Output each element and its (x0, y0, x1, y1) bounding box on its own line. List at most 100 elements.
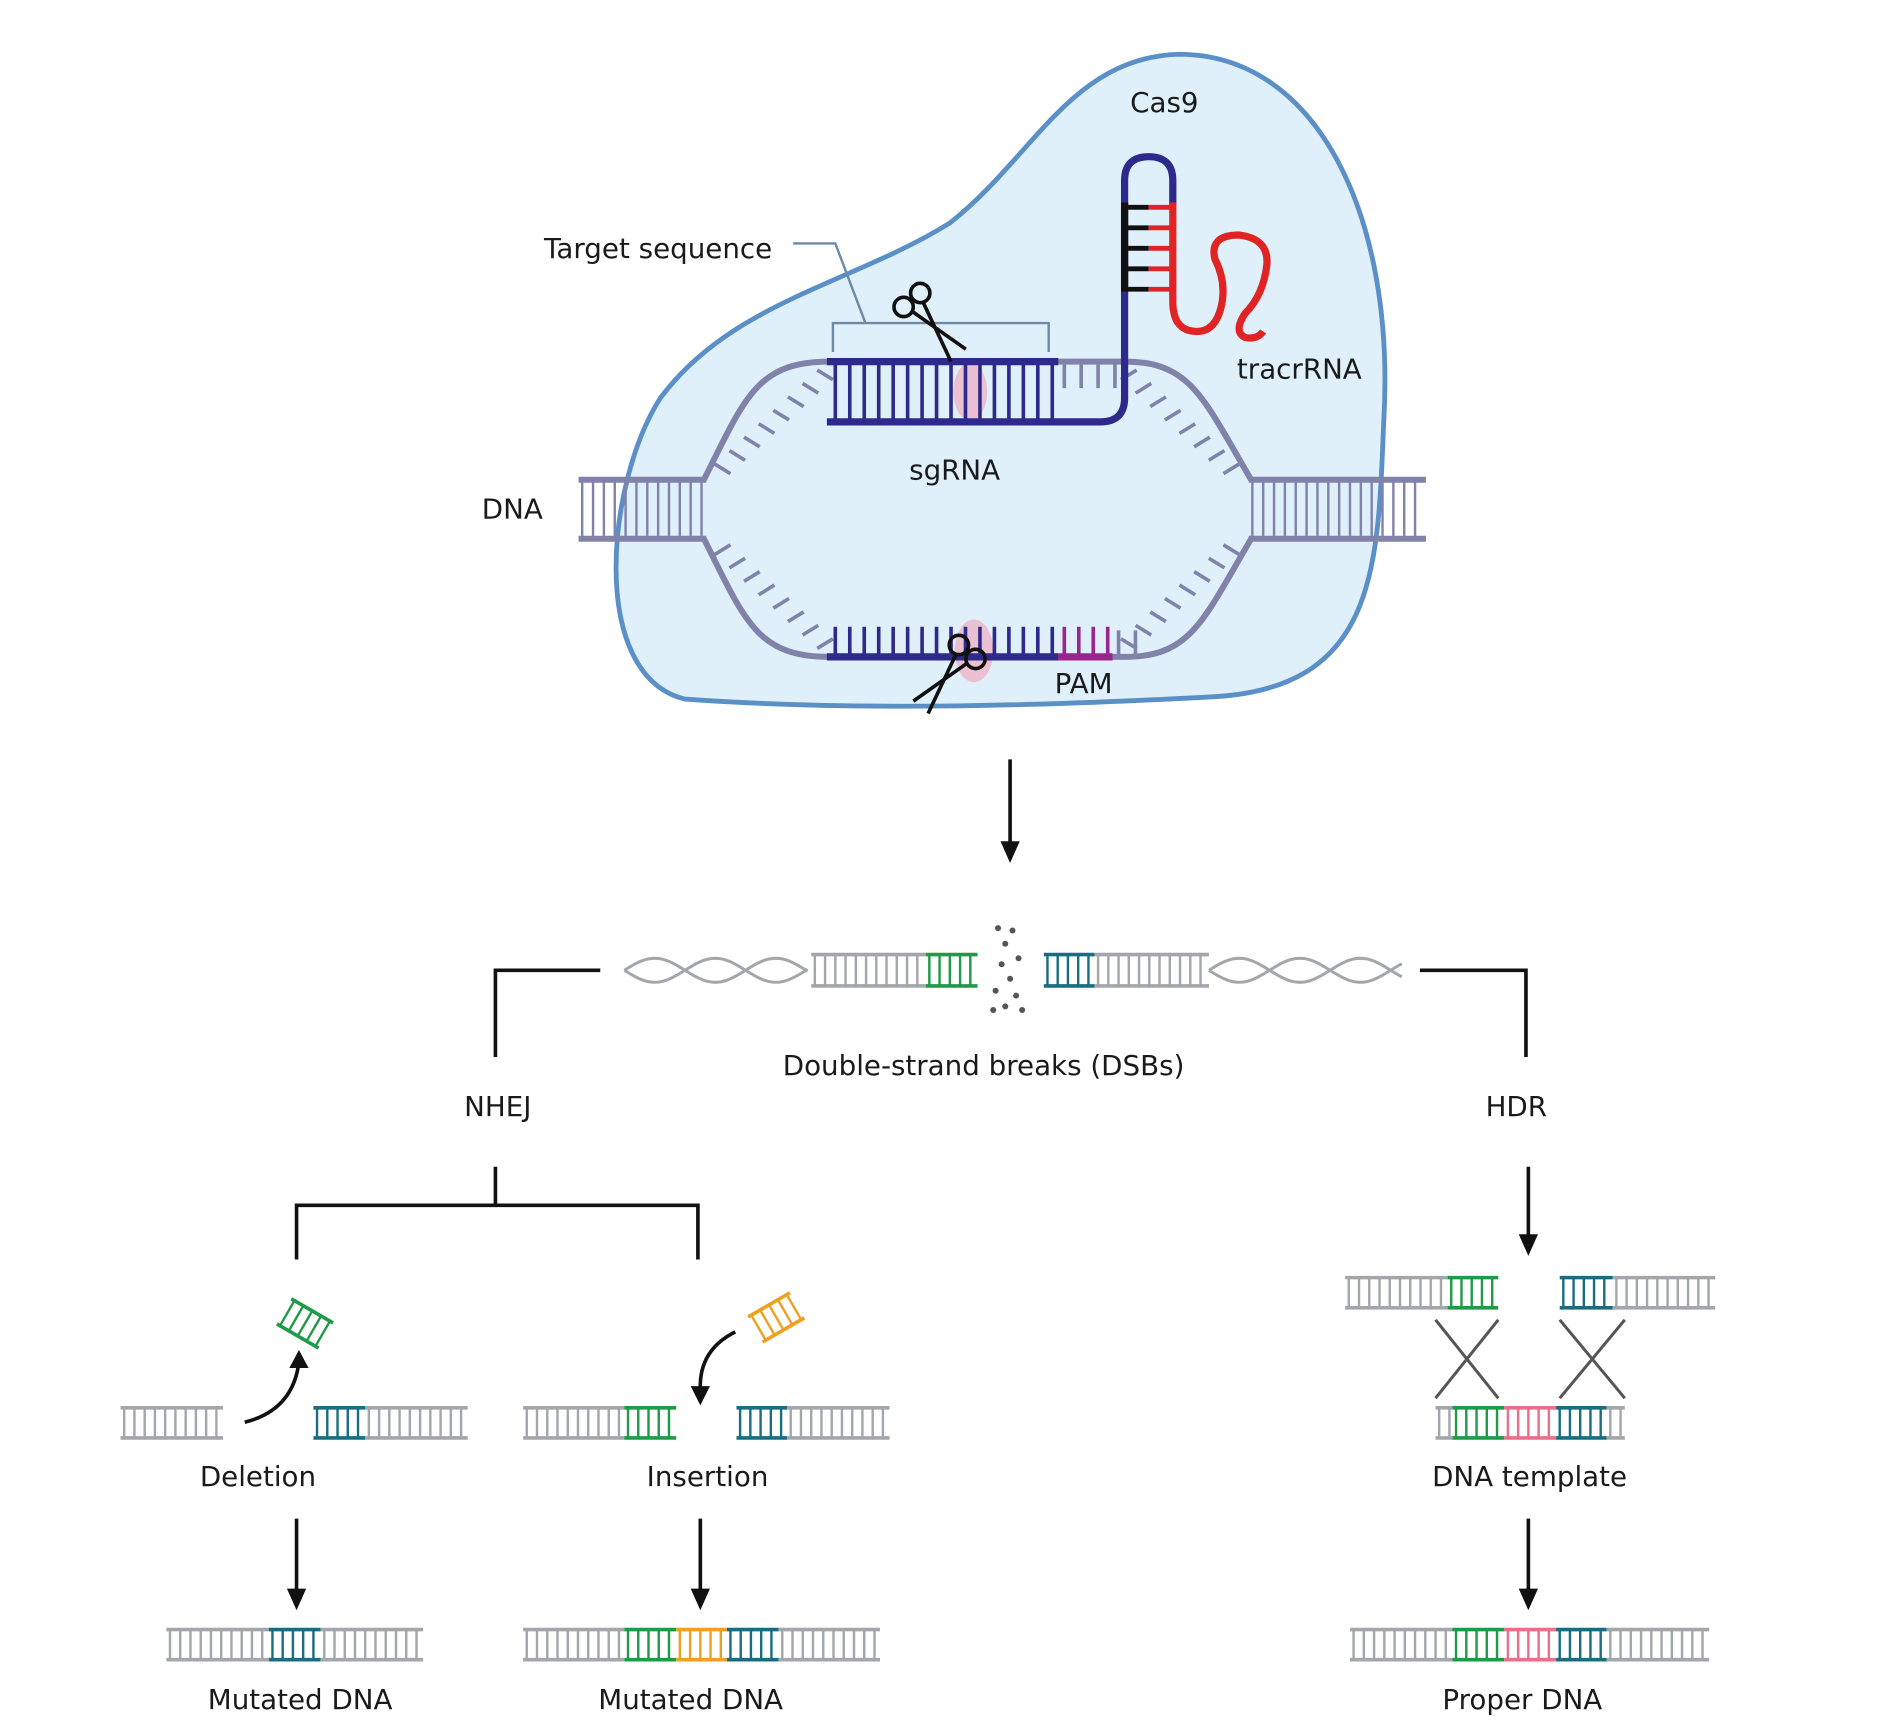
dna-tick (1193, 435, 1211, 449)
ladder-rung (776, 1299, 794, 1326)
dsb-left-helix (623, 956, 809, 984)
helix-strand (623, 956, 809, 984)
dna-tick (743, 435, 761, 449)
dna-right-duplex (1248, 476, 1426, 542)
cut-site-glow (953, 362, 988, 421)
arrow-to-mutated-dna-1 (286, 1518, 307, 1611)
proper-green (1452, 1627, 1505, 1662)
mutated-1-right (320, 1627, 424, 1662)
deletion-right-ladder (365, 1405, 468, 1440)
sgrna-backbone (826, 153, 1177, 426)
debris-dot (992, 987, 999, 994)
mutated-2-right (778, 1627, 880, 1662)
label-sgrna: sgRNA (909, 454, 1000, 487)
proper-pink (1504, 1627, 1557, 1662)
helix-strand (1208, 956, 1403, 984)
mutated-1-teal (268, 1627, 321, 1662)
label-nhej: NHEJ (464, 1090, 531, 1123)
insertion-teal-end (736, 1405, 788, 1440)
ladder-rung (314, 1320, 332, 1347)
insertion-left-ladder (523, 1405, 625, 1440)
sgrna (826, 153, 1177, 426)
mutated-2-left (523, 1627, 625, 1662)
dna-tick (772, 596, 790, 610)
dna-tick (757, 583, 776, 597)
dna-tick (1178, 422, 1197, 435)
arrow-head (289, 1349, 309, 1369)
dsb-green-end (925, 952, 978, 988)
hdr-right-ladder (1612, 1275, 1716, 1310)
scissors-icon (912, 633, 987, 715)
ladder-rung (305, 1315, 323, 1342)
dna-tick (757, 422, 776, 435)
dna-tick (1134, 623, 1153, 637)
ladder-rung (767, 1304, 785, 1331)
deleted-fragment (275, 1297, 334, 1350)
target-leader-line (793, 242, 867, 324)
cas9-protein (613, 51, 1388, 709)
dna-tick (1222, 462, 1241, 476)
crossover-line (1558, 1318, 1626, 1400)
arrow-head (1518, 1234, 1539, 1256)
arrow-head (1000, 841, 1020, 863)
arrow-head (690, 1588, 710, 1611)
ladder-rail (761, 1316, 806, 1344)
label-hdr: HDR (1486, 1090, 1547, 1123)
ladder-rung (296, 1310, 314, 1337)
hdr-green-end (1447, 1275, 1499, 1310)
helix-strand (623, 956, 809, 984)
ladder-rung (759, 1309, 776, 1336)
ladder-rail (290, 1297, 334, 1325)
dsb-right-helix (1208, 956, 1403, 984)
debris-dot (1019, 1007, 1026, 1014)
dna-tick (743, 570, 761, 583)
template-left (1435, 1405, 1453, 1440)
nhej-branch-line (493, 968, 601, 1058)
debris-dot (1002, 1003, 1009, 1010)
dna-left-duplex (578, 476, 707, 542)
ladder-rung (750, 1314, 767, 1341)
debris-dot (1002, 940, 1009, 947)
dna-tick (1222, 543, 1241, 556)
scissor-ring (908, 281, 932, 305)
scissor-ring (892, 295, 916, 319)
ladder-rail (747, 1291, 791, 1319)
label-dna-template: DNA template (1432, 1460, 1627, 1493)
proper-left (1349, 1627, 1453, 1662)
debris-dot (998, 961, 1005, 968)
debris-dot (1015, 955, 1022, 962)
arrow-head (1518, 1588, 1539, 1611)
insertion-green-end (624, 1405, 677, 1440)
target-bracket (831, 321, 1050, 352)
debris-dot (1013, 992, 1020, 999)
label-cas9: Cas9 (1130, 86, 1198, 119)
dna-tick (801, 623, 820, 637)
insertion-right-ladder (787, 1405, 890, 1440)
mutated-1-left (166, 1627, 269, 1662)
hdr-left-ladder (1345, 1275, 1448, 1310)
scissor-blade (926, 652, 958, 715)
dsb-right-ladder (1094, 952, 1209, 988)
arrow-to-dsb (1000, 759, 1020, 863)
mutated-2-green (624, 1627, 677, 1662)
template-pink (1504, 1405, 1557, 1440)
debris-dot (1009, 927, 1016, 934)
dna-tick (1149, 395, 1167, 409)
arrow-to-hdr-template (1518, 1166, 1539, 1256)
template-green (1452, 1405, 1505, 1440)
ladder-rung (785, 1294, 803, 1321)
label-insertion: Insertion (647, 1460, 769, 1493)
label-mutated-dna-deletion: Mutated DNA (208, 1683, 393, 1716)
nhej-tree-branches (294, 1203, 700, 1260)
dsb-left-ladder (811, 952, 926, 988)
crossover-line (1434, 1318, 1500, 1400)
dna-tick (713, 543, 732, 556)
scissor-blade (921, 301, 953, 363)
dna-tick (816, 637, 834, 650)
arrow-to-proper-dna (1518, 1518, 1539, 1611)
label-proper-dna: Proper DNA (1442, 1683, 1602, 1716)
dna-tick (1149, 610, 1167, 624)
dna-tick (1207, 556, 1226, 570)
scissor-blade (912, 661, 969, 703)
dna-tick (787, 610, 805, 624)
